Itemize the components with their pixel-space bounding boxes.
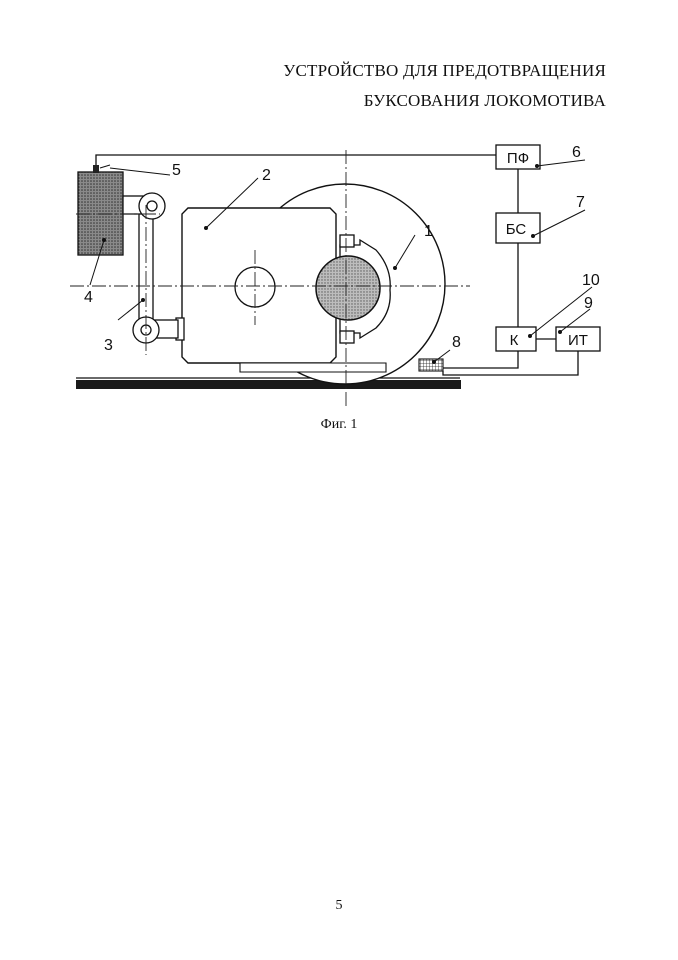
axle-bearing-bottom — [339, 330, 355, 344]
base-plate — [239, 362, 387, 373]
wire-it-to-rail — [442, 351, 579, 376]
sensor-block — [77, 171, 124, 256]
rail — [76, 380, 461, 389]
title-line-1: УСТРОЙСТВО ДЛЯ ПРЕДОТВРАЩЕНИЯ — [283, 61, 606, 80]
label-part-5: 5 — [172, 162, 181, 179]
block-bs-label: БС — [506, 221, 527, 238]
linkage-arm — [138, 204, 154, 334]
label-part-7: 7 — [576, 194, 585, 211]
wire-sensor-to-pf — [95, 154, 496, 165]
label-part-8: 8 — [452, 334, 461, 351]
figure-caption: Фиг. 1 — [320, 417, 358, 432]
label-part-9: 9 — [584, 295, 593, 312]
block-k-label: К — [510, 332, 519, 349]
sensor-top-pin — [93, 165, 99, 173]
page-number: 5 — [335, 898, 343, 913]
axle — [315, 255, 381, 321]
label-part-6: 6 — [572, 144, 581, 161]
label-part-10: 10 — [582, 272, 600, 289]
wire-k-to-sensor8 — [443, 351, 519, 369]
block-k — [495, 326, 537, 352]
block-pf-label: ПФ — [507, 150, 529, 167]
label-part-1: 1 — [424, 223, 433, 240]
label-part-4: 4 — [84, 289, 93, 306]
label-part-3: 3 — [104, 337, 113, 354]
label-part-2: 2 — [262, 167, 271, 184]
patent-title: УСТРОЙСТВО ДЛЯ ПРЕДОТВРАЩЕНИЯ БУКСОВАНИЯ… — [283, 56, 606, 116]
rail-sensor — [418, 358, 444, 372]
block-it-label: ИТ — [568, 332, 588, 349]
axle-bearing-top — [339, 234, 355, 248]
title-line-2: БУКСОВАНИЯ ЛОКОМОТИВА — [363, 91, 606, 110]
